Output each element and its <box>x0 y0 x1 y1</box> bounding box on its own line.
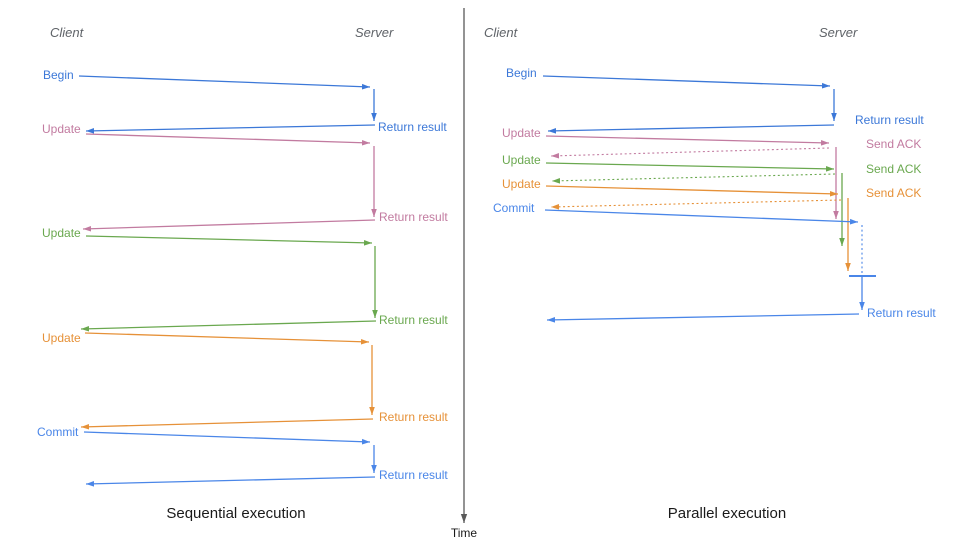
seq-caption: Sequential execution <box>166 505 305 522</box>
par-msg4-request-arrow <box>544 209 859 225</box>
par-msg4-request-label: Commit <box>493 201 535 215</box>
seq-msg3-request-label: Update <box>42 331 81 345</box>
par-client-header: Client <box>484 25 519 40</box>
par-msg0-return-arrow <box>547 124 835 134</box>
par-msg0-response-label: Return result <box>855 113 924 127</box>
par-msg1-response-label: Send ACK <box>866 137 921 151</box>
seq-msg2-response-label: Return result <box>379 313 448 327</box>
seq-msg0-request-arrow <box>78 75 371 90</box>
time-axis: Time <box>451 8 478 540</box>
par-msg1-ack-arrow <box>550 147 830 159</box>
par-msg2-response-label: Send ACK <box>866 162 921 176</box>
time-axis-label: Time <box>451 526 478 540</box>
par-msg2-request-label: Update <box>502 153 541 167</box>
seq-msg2-return-arrow <box>80 320 377 332</box>
par-msg0-request-arrow <box>542 75 831 89</box>
parallel-diagram: Client Server Begin Return result Update… <box>484 25 936 522</box>
par-msg4-return-arrow <box>546 313 860 323</box>
seq-msg3-response-label: Return result <box>379 410 448 424</box>
par-msg1-request-label: Update <box>502 126 541 140</box>
seq-msg1-return-arrow <box>82 219 376 232</box>
par-msg3-request-arrow <box>545 185 839 197</box>
seq-msg4-response-label: Return result <box>379 468 448 482</box>
seq-msg0-response-label: Return result <box>378 120 447 134</box>
sequential-diagram: Client Server Begin Return result Update… <box>37 25 448 522</box>
seq-msg0-request-label: Begin <box>43 68 74 82</box>
seq-msg2-request-label: Update <box>42 226 81 240</box>
seq-msg3-request-arrow <box>84 332 370 345</box>
par-msg2-ack-arrow <box>551 173 836 184</box>
par-server-header: Server <box>819 25 858 40</box>
seq-msg0-return-arrow <box>85 124 376 134</box>
seq-msg1-request-label: Update <box>42 122 81 136</box>
seq-client-header: Client <box>50 25 85 40</box>
par-msg2-request-arrow <box>545 162 835 172</box>
seq-server-header: Server <box>355 25 394 40</box>
par-msg4-response-label: Return result <box>867 306 936 320</box>
par-msg1-request-arrow <box>545 135 830 146</box>
par-msg3-ack-arrow <box>550 199 842 210</box>
seq-msg1-request-arrow <box>85 133 371 146</box>
seq-msg3-return-arrow <box>80 418 374 430</box>
par-msg3-response-label: Send ACK <box>866 186 921 200</box>
seq-msg4-request-label: Commit <box>37 425 79 439</box>
par-msg0-request-label: Begin <box>506 66 537 80</box>
par-caption: Parallel execution <box>668 505 786 522</box>
seq-msg1-response-label: Return result <box>379 210 448 224</box>
seq-msg4-request-arrow <box>83 431 371 445</box>
seq-msg4-return-arrow <box>85 476 376 487</box>
par-msg3-request-label: Update <box>502 177 541 191</box>
seq-msg2-request-arrow <box>85 235 373 246</box>
